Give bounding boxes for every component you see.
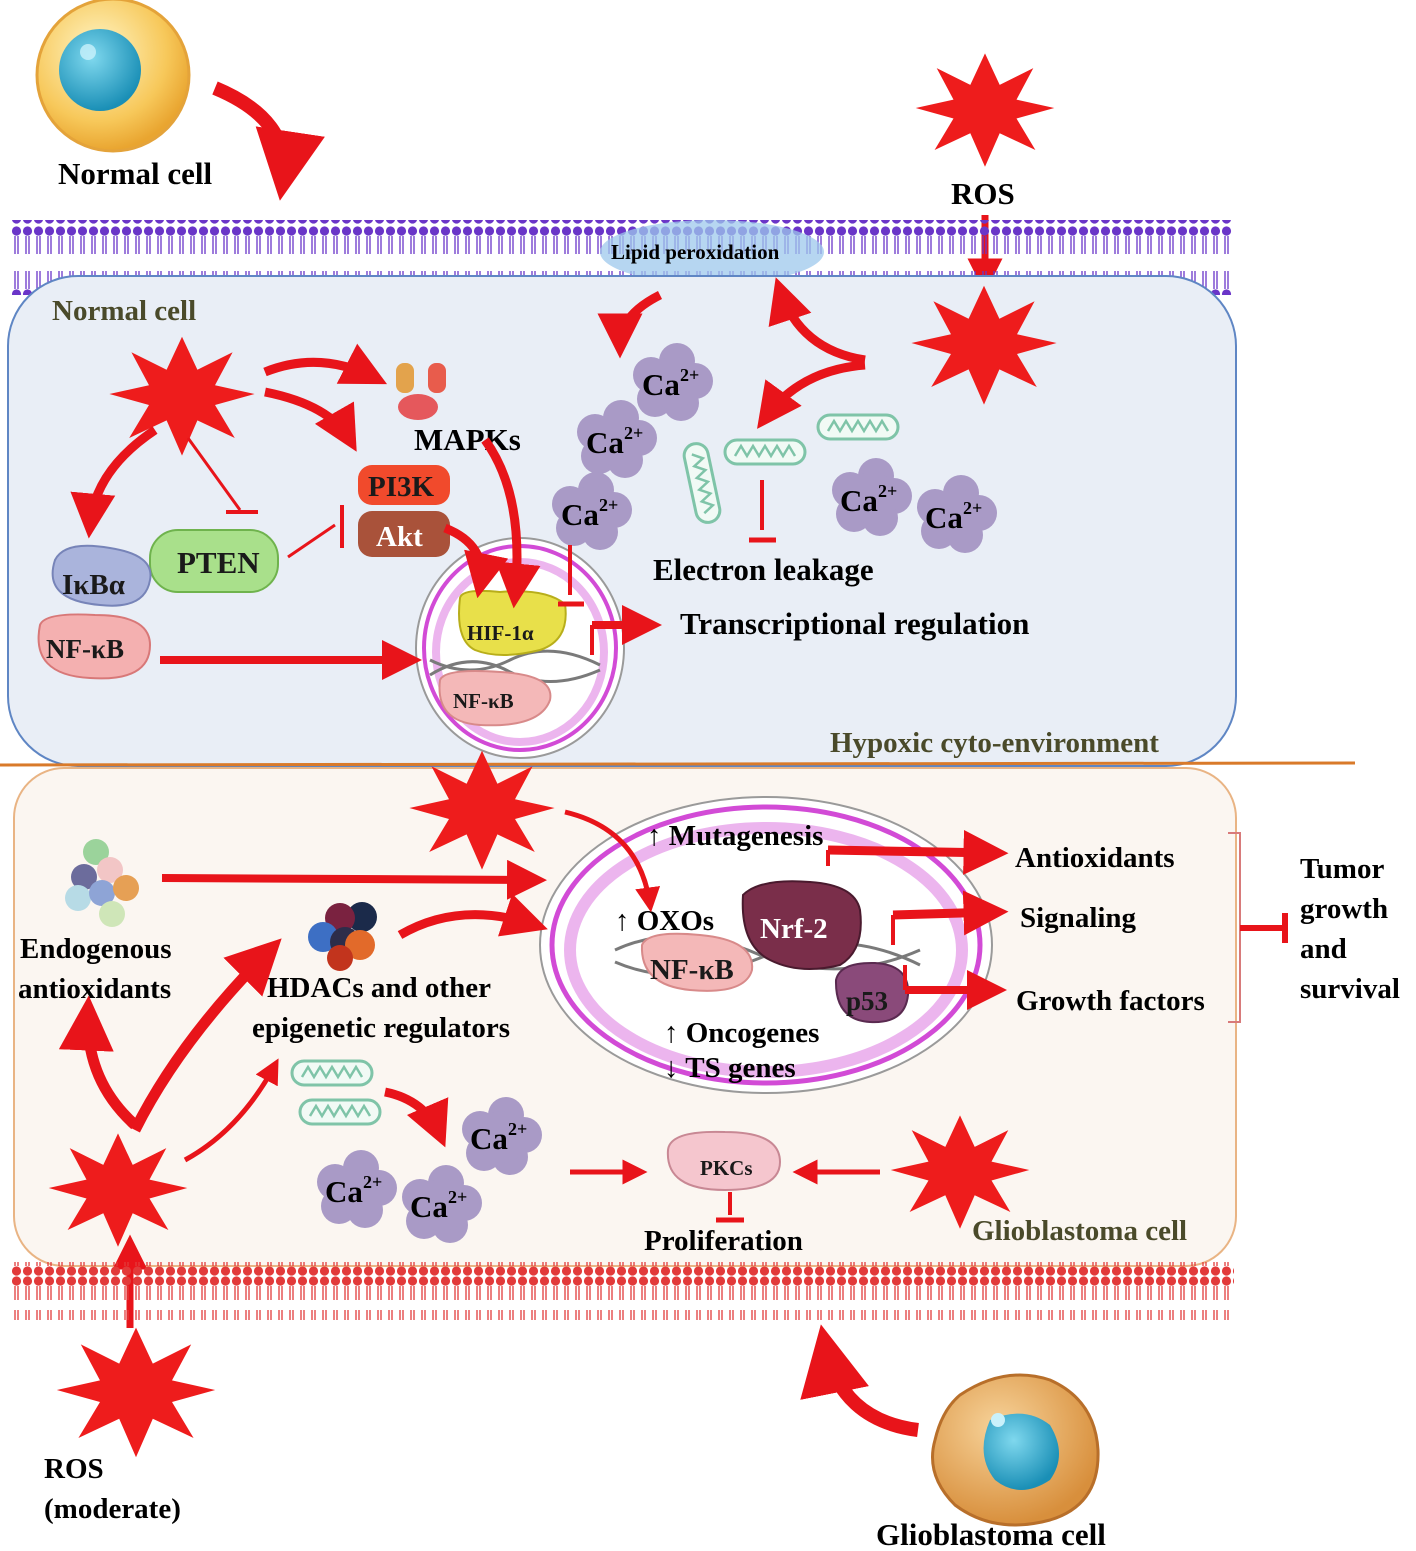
electron-leakage-label: Electron leakage	[653, 552, 874, 587]
ca-charge: 2+	[363, 1172, 382, 1192]
ca-label: Ca	[925, 500, 963, 535]
mitochondrion-icon	[723, 438, 807, 466]
glioblastoma-cell-bottom-label: Glioblastoma cell	[876, 1517, 1106, 1551]
proliferation-label: Proliferation	[644, 1225, 803, 1257]
ca-label: Ca	[325, 1174, 363, 1209]
nfkb-glio-protein	[640, 932, 754, 992]
transcriptional-regulation-label: Transcriptional regulation	[680, 606, 1029, 641]
akt-label: Akt	[376, 521, 423, 553]
nfkb-left-protein	[37, 613, 152, 680]
endogenous-label-line1: Endogenous	[20, 933, 172, 965]
ca-charge: 2+	[963, 498, 982, 518]
ikba-protein	[51, 544, 152, 607]
pkcs-protein	[666, 1130, 782, 1192]
ikba-label: IκBα	[62, 569, 125, 601]
ca-label: Ca	[410, 1189, 448, 1224]
pi3k-protein	[358, 465, 450, 505]
growth-factors-label: Growth factors	[1016, 985, 1205, 1017]
lower-membrane	[12, 1262, 1234, 1320]
normal-cell-region-label: Normal cell	[52, 295, 196, 327]
nrf2-protein	[741, 880, 862, 970]
lipid-peroxidation-zone	[600, 220, 824, 284]
signaling-label: Signaling	[1020, 902, 1137, 934]
ca-label: Ca	[840, 483, 878, 518]
pkcs-label: PKCs	[700, 1156, 753, 1180]
antioxidants-label: Antioxidants	[1015, 842, 1175, 874]
ros-burst-icon	[56, 1327, 216, 1458]
ca-label: Ca	[470, 1121, 508, 1156]
ca-charge: 2+	[508, 1119, 527, 1139]
mitochondrion-icon	[816, 413, 900, 441]
hdacs-label-line2: epigenetic regulators	[252, 1012, 510, 1044]
mapk-protein-icon	[396, 363, 446, 420]
ca-charge: 2+	[624, 423, 643, 443]
ros-burst-icon	[915, 53, 1055, 167]
hdacs-label-line1: HDACs and other	[267, 972, 491, 1004]
pi3k-label: PI3K	[368, 471, 435, 503]
oncogenes-label: ↑ Oncogenes	[664, 1017, 819, 1049]
p53-label: p53	[846, 986, 888, 1016]
mutagenesis-label: ↑ Mutagenesis	[647, 820, 823, 852]
ca-label: Ca	[586, 425, 624, 460]
normal-cell-entry-arrow	[212, 81, 325, 201]
ts-genes-label: ↓ TS genes	[664, 1052, 796, 1084]
ros-moderate-label-line1: ROS	[44, 1453, 104, 1485]
p53-protein	[834, 961, 910, 1024]
ca-charge: 2+	[448, 1187, 467, 1207]
endogenous-label-line2: antioxidants	[18, 973, 171, 1005]
ros-top-label: ROS	[951, 176, 1015, 211]
mitochondrion-icon	[290, 1059, 374, 1087]
nfkb-nucleus-label: NF-κB	[453, 689, 514, 713]
normal-cell-top-label: Normal cell	[58, 156, 212, 191]
hypoxic-label: Hypoxic cyto-environment	[830, 727, 1159, 759]
nfkb-nucleus-protein	[438, 670, 552, 727]
akt-protein	[358, 511, 450, 557]
normal-region-arrows	[70, 277, 866, 680]
region-divider	[0, 761, 1356, 767]
glio-region-arrows	[58, 809, 1288, 1328]
glioblastoma-cell-icon	[931, 1373, 1100, 1527]
glioblastoma-region-label: Glioblastoma cell	[972, 1215, 1187, 1247]
ca-charge: 2+	[878, 481, 897, 501]
oxos-label: ↑ OXOs	[615, 905, 714, 937]
ca-charge: 2+	[599, 495, 618, 515]
nrf2-label: Nrf-2	[760, 913, 828, 945]
pten-label: PTEN	[177, 545, 260, 580]
tumor-label-line2: growth	[1300, 893, 1388, 925]
tumor-label-line3: and	[1300, 933, 1347, 965]
nfkb-glio-label: NF-κB	[650, 954, 734, 986]
ros-moderate-label-line2: (moderate)	[44, 1493, 181, 1525]
mapks-label: MAPKs	[414, 422, 521, 457]
tumor-label-line1: Tumor	[1300, 853, 1384, 885]
antioxidant-beads-icon	[65, 839, 139, 927]
ca-label: Ca	[561, 497, 599, 532]
glioblastoma-entry-arrow	[800, 1324, 919, 1437]
hif1a-label: HIF-1α	[467, 621, 534, 645]
ca-label: Ca	[642, 367, 680, 402]
nfkb-left-label: NF-κB	[46, 634, 124, 664]
normal-cell-icon	[35, 0, 191, 153]
ca-charge: 2+	[680, 365, 699, 385]
lipid-peroxidation-label: Lipid peroxidation	[611, 240, 780, 264]
mitochondrion-icon	[298, 1098, 382, 1126]
pten-protein	[149, 529, 279, 593]
tumor-label-line4: survival	[1300, 973, 1400, 1005]
hdac-beads-icon	[308, 902, 377, 971]
